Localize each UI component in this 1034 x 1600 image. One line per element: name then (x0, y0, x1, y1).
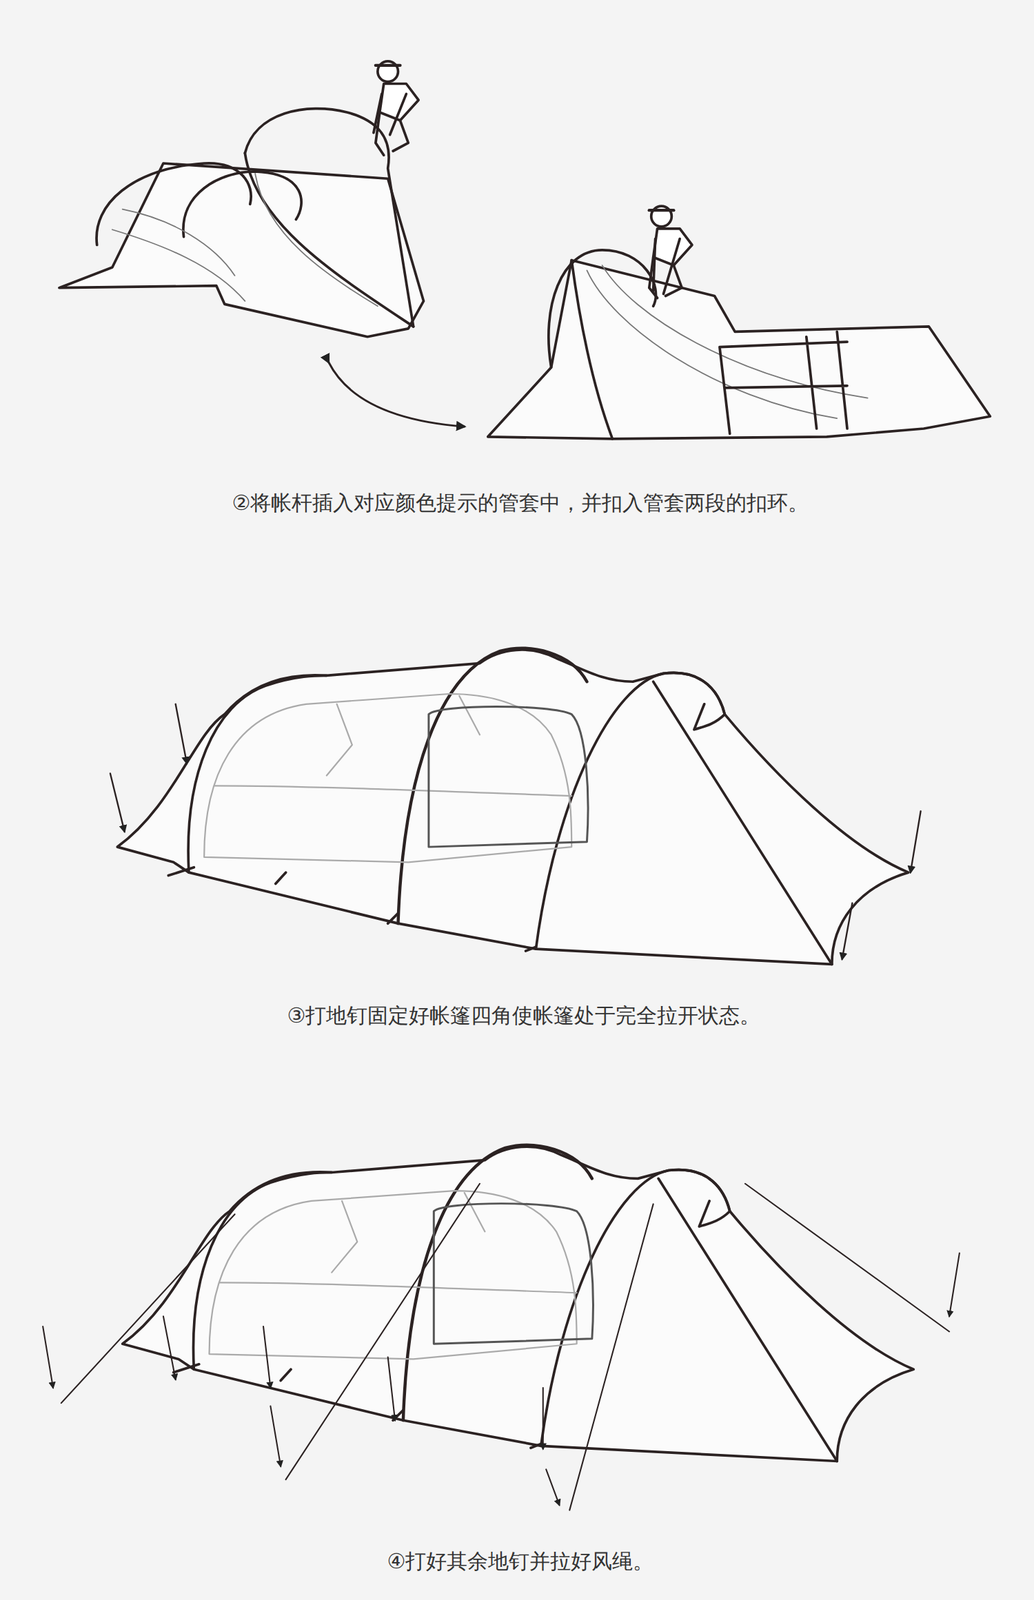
step-caption: ④打好其余地钉并拉好风绳。 (387, 1549, 655, 1575)
step-caption: ③打地钉固定好帐篷四角使帐篷处于完全拉开状态。 (287, 1003, 762, 1029)
step-caption: ②将帐杆插入对应颜色提示的管套中，并扣入管套两段的扣环。 (232, 490, 810, 516)
